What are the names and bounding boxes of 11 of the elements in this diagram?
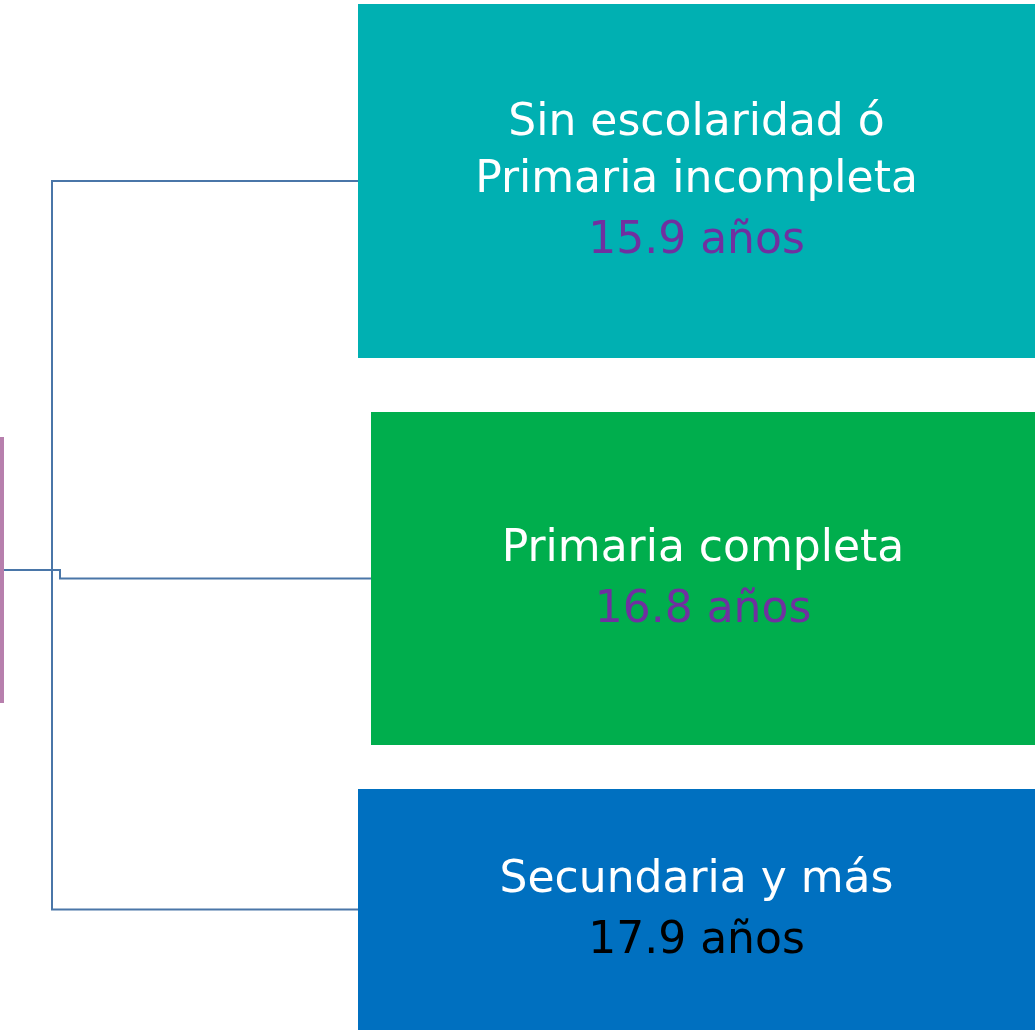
value-label: 16.8 años xyxy=(594,580,812,635)
category-label: Secundaria y más xyxy=(498,849,895,904)
value-label: 17.9 años xyxy=(588,911,805,966)
category-box xyxy=(371,412,1035,745)
connector-line xyxy=(3,569,359,911)
category-box xyxy=(358,4,1035,358)
vertical-bar xyxy=(0,437,4,703)
category-label: Sin escolaridad ó Primaria incompleta xyxy=(474,92,919,204)
value-label: 15.9 años xyxy=(588,211,805,266)
category-box xyxy=(358,789,1035,1030)
category-label: Primaria completa xyxy=(500,518,906,573)
